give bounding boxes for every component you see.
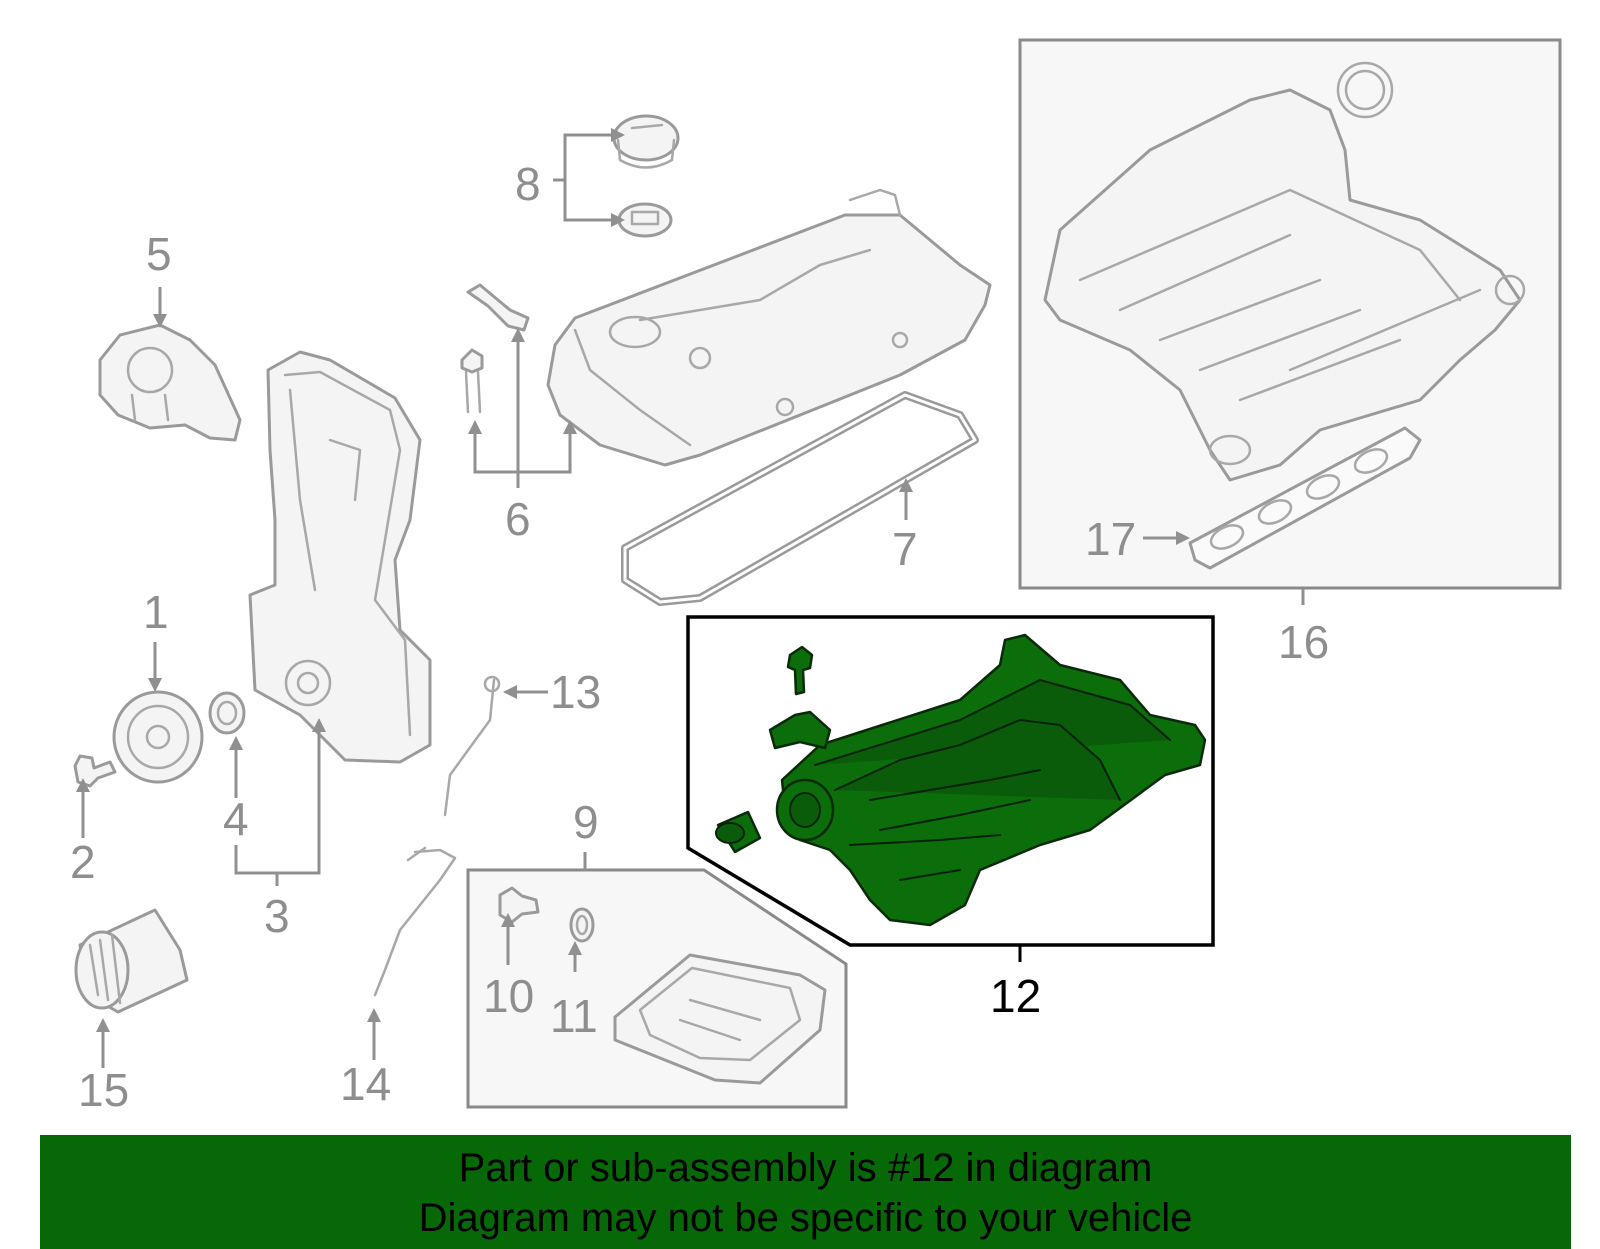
part-16-intake-manifold[interactable] (1043, 61, 1526, 482)
callout-5[interactable]: 5 (146, 228, 172, 280)
part-4-seal[interactable] (208, 691, 246, 735)
callout-labels: 1 2 3 4 5 6 7 8 9 10 11 12 13 14 15 16 1… (70, 158, 1329, 1116)
part-2-bolt[interactable] (73, 754, 117, 788)
callout-2[interactable]: 2 (70, 836, 96, 888)
callout-12[interactable]: 12 (990, 970, 1041, 1022)
part-3-timing-cover[interactable] (248, 350, 432, 764)
leader-lines (76, 128, 1305, 1068)
part-17-intake-gasket[interactable] (1188, 426, 1422, 570)
callout-13[interactable]: 13 (550, 666, 601, 718)
callout-1[interactable]: 1 (143, 586, 169, 638)
part-11-washer[interactable] (569, 907, 595, 943)
part-5-water-pump[interactable] (98, 323, 242, 442)
callout-3[interactable]: 3 (264, 890, 290, 942)
part-6-valve-cover[interactable] (546, 188, 992, 467)
callout-15[interactable]: 15 (78, 1064, 129, 1116)
part-15-oil-filter[interactable] (74, 908, 189, 1014)
callout-6[interactable]: 6 (505, 493, 531, 545)
part-6-bolts[interactable] (460, 283, 530, 414)
part-12-upper-oil-pan[interactable] (715, 633, 1207, 927)
part-8-oil-filler-cap[interactable] (612, 114, 680, 238)
callout-11[interactable]: 11 (550, 990, 598, 1042)
callout-9[interactable]: 9 (573, 796, 599, 848)
part-10-drain-bolt[interactable] (498, 886, 540, 924)
banner-line-1: Part or sub-assembly is #12 in diagram (458, 1146, 1153, 1190)
callout-14[interactable]: 14 (340, 1058, 391, 1110)
banner-line-2: Diagram may not be specific to your vehi… (418, 1196, 1193, 1240)
part-1-crank-pulley[interactable] (112, 690, 204, 784)
callout-8[interactable]: 8 (515, 158, 541, 210)
part-13-14-dipstick[interactable] (373, 675, 501, 997)
callout-16[interactable]: 16 (1278, 616, 1329, 668)
part-info-banner: Part or sub-assembly is #12 in diagram D… (40, 1135, 1571, 1249)
callout-7[interactable]: 7 (892, 523, 918, 575)
callout-10[interactable]: 10 (483, 970, 534, 1022)
callout-4[interactable]: 4 (223, 793, 249, 845)
part-7-valve-cover-gasket[interactable] (621, 391, 979, 606)
part-9-lower-oil-pan[interactable] (613, 953, 827, 1085)
callout-17[interactable]: 17 (1085, 513, 1136, 565)
